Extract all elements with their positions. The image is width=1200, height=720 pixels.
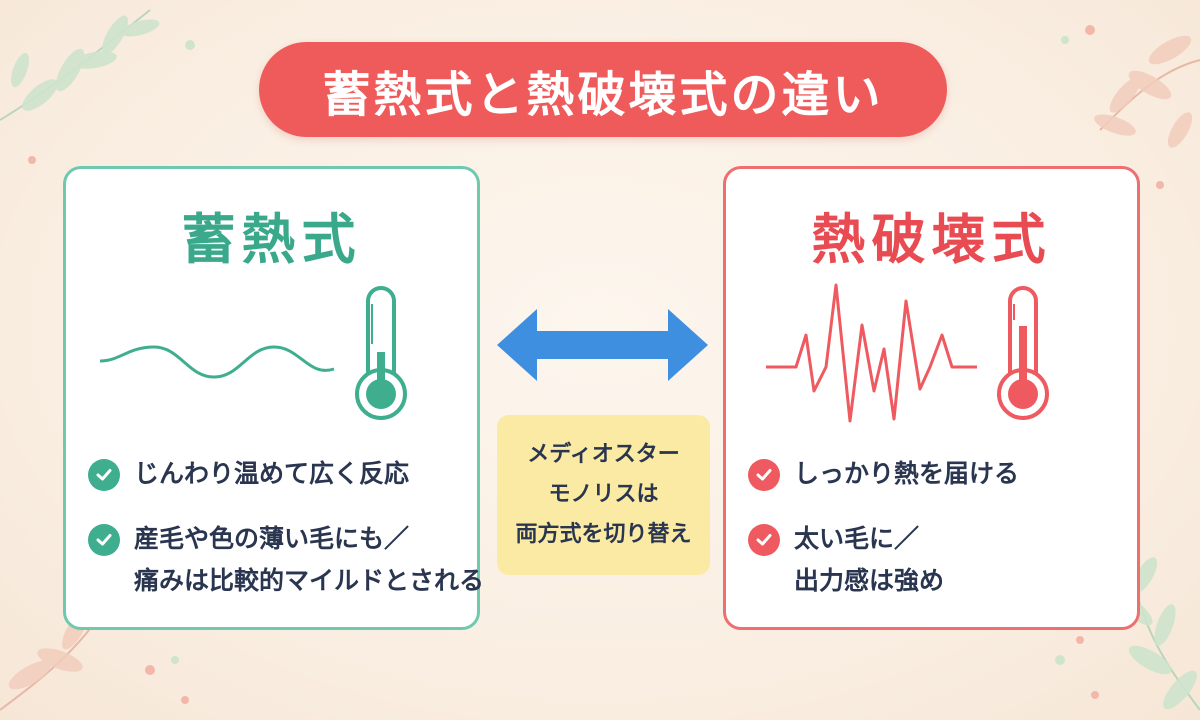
check-item-text: 産毛や色の薄い毛にも／ 痛みは比較的マイルドとされる (134, 518, 484, 602)
leaf-decoration-top-left (0, 9, 195, 164)
check-icon (88, 524, 120, 556)
check-item-line: しっかり熱を届ける (794, 459, 1020, 488)
center-note-line: メディオスター (527, 442, 680, 467)
check-item-line: 産毛や色の薄い毛にも／ (134, 524, 410, 553)
title-banner: 蓄熱式と熱破壊式の違い (259, 42, 947, 137)
check-item-text: 太い毛に／ 出力感は強め (794, 518, 944, 602)
right-check-item-1: しっかり熱を届ける (748, 458, 1019, 495)
leaf-decoration-top-right (1061, 25, 1200, 189)
left-check-item-2: 産毛や色の薄い毛にも／ 痛みは比較的マイルドとされる (88, 523, 484, 602)
right-card-heading: 熱破壊式 (811, 208, 1052, 271)
center-note: メディオスター モノリスは 両方式を切り替え (497, 415, 710, 575)
right-check-item-2: 太い毛に／ 出力感は強め (748, 523, 944, 602)
left-check-item-1: じんわり温めて広く反応 (88, 458, 409, 495)
check-item-line: じんわり温めて広く反応 (134, 459, 410, 488)
check-item-line: 出力感は強め (794, 566, 945, 595)
page-title: 蓄熱式と熱破壊式の違い (322, 66, 884, 123)
check-item-text: じんわり温めて広く反応 (134, 453, 409, 495)
thermometer-icon (355, 286, 407, 420)
center-note-line: 両方式を切り替え (515, 522, 692, 547)
double-arrow-icon (497, 309, 708, 381)
check-item-line: 痛みは比較的マイルドとされる (134, 566, 485, 595)
left-card-heat-storage: 蓄熱式 じんわり温めて広く反応 産毛や色の薄い毛にも／ 痛みは比較的マイルドとさ… (63, 166, 484, 630)
check-icon (88, 459, 120, 491)
left-card-heading: 蓄熱式 (181, 208, 362, 271)
spike-wave-icon (766, 283, 977, 423)
check-item-text: しっかり熱を届ける (794, 453, 1019, 495)
check-icon (748, 524, 780, 556)
check-item-line: 太い毛に／ (794, 524, 920, 553)
check-icon (748, 459, 780, 491)
center-note-line: モノリスは (548, 482, 659, 507)
right-card-heat-destruction: 熱破壊式 しっかり熱を届ける 太い毛に／ 出力感は強め (723, 166, 1140, 630)
thermometer-icon (997, 286, 1049, 420)
gentle-wave-icon (99, 345, 335, 379)
